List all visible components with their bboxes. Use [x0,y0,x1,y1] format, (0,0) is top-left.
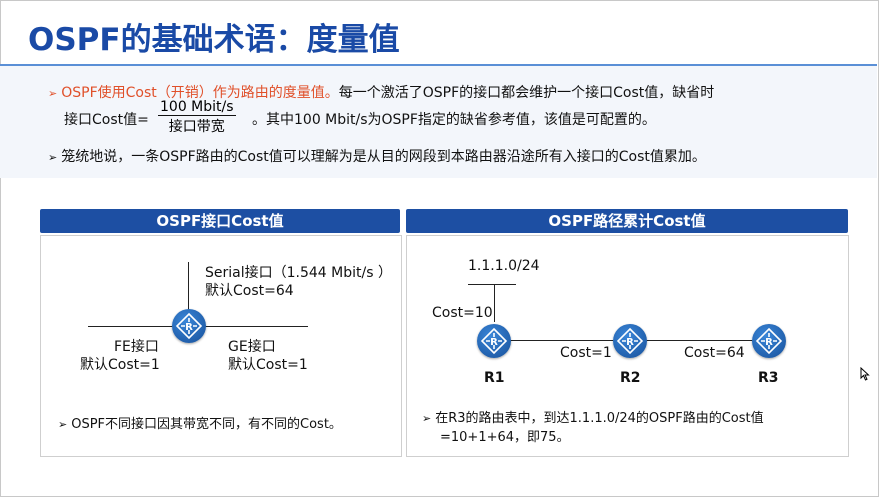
title-divider [0,64,877,66]
ge-cost-label: 默认Cost=1 [228,357,308,373]
serial-cost-label: 默认Cost=64 [205,283,294,299]
bullet-2-text: 笼统地说，一条OSPF路由的Cost值可以理解为是从目的网段到本路由器沿途所有入… [61,149,706,165]
bullet-1-line-1: ➢OSPF使用Cost（开销）作为路由的度量值。每一个激活了OSPF的接口都会维… [48,82,714,102]
r1-r2-cost-label: Cost=1 [560,345,612,361]
arrow-bullet-icon: ➢ [422,412,432,425]
right-panel-note-line-1: ➢在R3的路由表中，到达1.1.1.0/24的OSPF路由的Cost值 [422,407,764,426]
router-icon: R [172,309,206,343]
bullet-1-formula-prefix: 接口Cost值= [64,112,149,128]
fraction-denominator: 接口带宽 [168,119,225,135]
ge-interface-label: GE接口 [228,339,276,355]
cost-formula-fraction: 100 Mbit/s 接口带宽 [158,99,236,136]
bullet-2: ➢笼统地说，一条OSPF路由的Cost值可以理解为是从目的网段到本路由器沿途所有… [48,146,706,166]
right-panel-header: OSPF路径累计Cost值 [406,209,848,233]
mouse-cursor-icon [860,366,870,385]
router-r1-label: R1 [484,370,505,386]
router-r1-icon: R [477,324,511,358]
router-r2-icon: R [613,324,647,358]
router-r3-label: R3 [758,370,779,386]
bullet-1-highlight: OSPF使用Cost（开销）作为路由的度量值。 [61,85,339,101]
serial-link-line [188,262,189,314]
page-title: OSPF的基础术语：度量值 [28,22,400,58]
router-r2-label: R2 [620,370,641,386]
svg-text:R: R [626,337,634,348]
fe-interface-label: FE接口 [114,339,159,355]
right-note-text-1: 在R3的路由表中，到达1.1.1.0/24的OSPF路由的Cost值 [435,411,764,426]
svg-text:R: R [765,337,773,348]
arrow-bullet-icon: ➢ [58,418,68,431]
fe-cost-label: 默认Cost=1 [80,357,160,373]
left-panel-header: OSPF接口Cost值 [40,209,400,233]
serial-interface-label: Serial接口（1.544 Mbit/s ） [205,265,392,281]
left-panel-note: ➢OSPF不同接口因其带宽不同，有不同的Cost。 [58,413,342,432]
right-panel-note-line-2: =10+1+64，即75。 [440,430,570,445]
arrow-bullet-icon: ➢ [48,87,58,100]
r1-cost-label: Cost=10 [432,305,493,321]
svg-text:R: R [185,322,193,333]
fraction-numerator: 100 Mbit/s [158,99,236,116]
bullet-1-formula-suffix: 。其中100 Mbit/s为OSPF指定的缺省参考值，该值是可配置的。 [252,112,656,128]
r1-network-link [494,284,495,322]
r2-r3-cost-label: Cost=64 [684,345,745,361]
content-background [0,66,877,178]
router-r3-icon: R [752,324,786,358]
network-segment-line [468,284,516,285]
left-note-text: OSPF不同接口因其带宽不同，有不同的Cost。 [71,417,342,432]
left-panel [40,235,402,457]
arrow-bullet-icon: ➢ [48,151,58,164]
bullet-1-text: 每一个激活了OSPF的接口都会维护一个接口Cost值，缺省时 [338,85,715,101]
network-label: 1.1.1.0/24 [468,258,540,274]
svg-text:R: R [490,337,498,348]
